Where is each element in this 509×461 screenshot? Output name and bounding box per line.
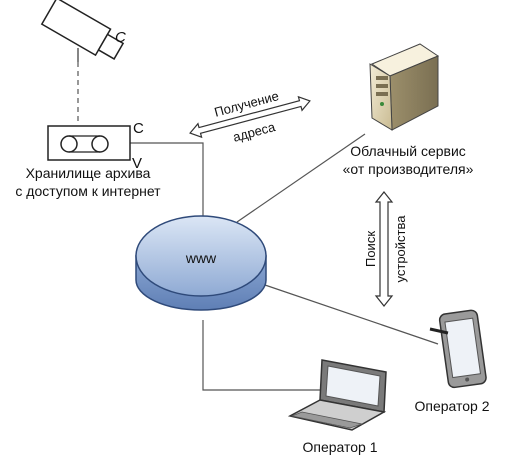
internet-node: www	[135, 215, 267, 311]
www-disk-top	[135, 215, 267, 297]
camera-mark: C	[115, 29, 126, 46]
www-to-operator2-link	[264, 284, 439, 345]
connection-lines	[77, 62, 439, 391]
stylus-icon	[429, 327, 449, 335]
storage-to-www-link	[130, 142, 204, 218]
storage-mark-bottom: V	[132, 155, 142, 172]
camera-icon: C	[40, 0, 126, 62]
www-to-server-link	[236, 133, 366, 223]
operator2-label: Оператор 2	[414, 398, 489, 414]
tablet-icon	[429, 309, 487, 389]
www-label: www	[185, 250, 217, 266]
server-label-line2: «от производителя»	[343, 161, 474, 177]
www-to-operator1-link	[202, 320, 322, 391]
storage-device: C V Хранилище архива с доступом к интерн…	[15, 120, 161, 199]
find-device-label-line1: Поиск	[363, 231, 378, 267]
storage-label-line2: с доступом к интернет	[15, 183, 161, 199]
find-device-arrow: Поиск устройства	[363, 191, 408, 307]
get-address-arrow: Получение адреса	[189, 88, 311, 145]
find-device-label-line2: устройства	[393, 215, 408, 283]
storage-label-line1: Хранилище архива	[26, 165, 151, 181]
laptop-icon	[287, 359, 387, 431]
cassette-icon	[47, 125, 131, 161]
server-icon	[369, 43, 440, 131]
server-label-line1: Облачный сервис	[350, 143, 466, 159]
operator1-label: Оператор 1	[302, 439, 377, 455]
storage-mark-top: C	[133, 120, 144, 137]
